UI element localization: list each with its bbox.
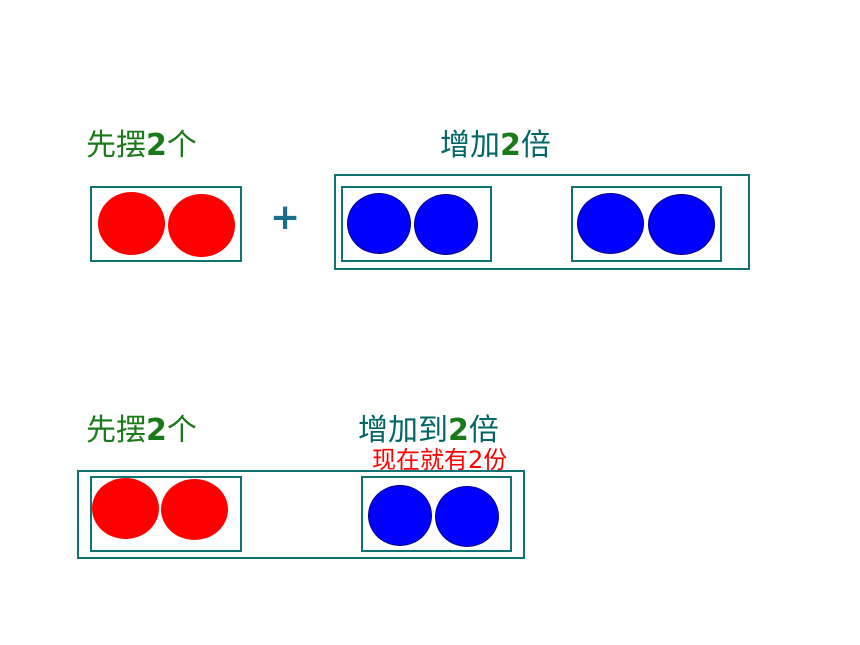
top-label-right-post: 倍 [520,128,551,163]
bottom-label-right: 增加到2倍 [358,413,499,449]
top-label-right-num: 2 [500,128,521,163]
blue-circle [577,193,644,254]
blue-circle [347,193,411,254]
red-circle [168,194,235,257]
top-label-left-pre: 先摆 [86,128,146,163]
bottom-note-pre: 现在就有 [372,446,468,474]
top-blue-group-box-1 [341,186,492,262]
red-circle [161,479,228,540]
bottom-label-left: 先摆2个 [86,413,197,449]
bottom-note-num: 2 [468,446,484,474]
bottom-outer-box [77,470,525,559]
plus-operator: + [270,197,301,238]
bottom-label-left-post: 个 [166,413,197,448]
blue-circle [414,194,478,255]
blue-circle [368,485,432,546]
bottom-label-right-num: 2 [448,413,469,448]
bottom-blue-group-box [361,476,512,552]
bottom-label-left-pre: 先摆 [86,413,146,448]
top-label-left-num: 2 [146,128,167,163]
bottom-label-left-num: 2 [146,413,167,448]
red-circle [92,478,159,539]
top-label-left: 先摆2个 [86,128,197,164]
bottom-label-right-pre: 增加到 [358,413,448,448]
top-label-left-post: 个 [166,128,197,163]
bottom-label-right-post: 倍 [468,413,499,448]
top-blue-group-box-2 [571,186,722,262]
top-red-group-box [90,186,242,262]
top-added-outer-box [334,174,750,270]
bottom-note: 现在就有2份 [372,446,507,474]
top-label-right: 增加2倍 [440,128,551,164]
blue-circle [648,194,715,255]
red-circle [98,192,165,255]
bottom-red-group-box [90,476,242,552]
bottom-note-post: 份 [483,446,508,474]
top-label-right-pre: 增加 [440,128,500,163]
blue-circle [435,486,499,547]
